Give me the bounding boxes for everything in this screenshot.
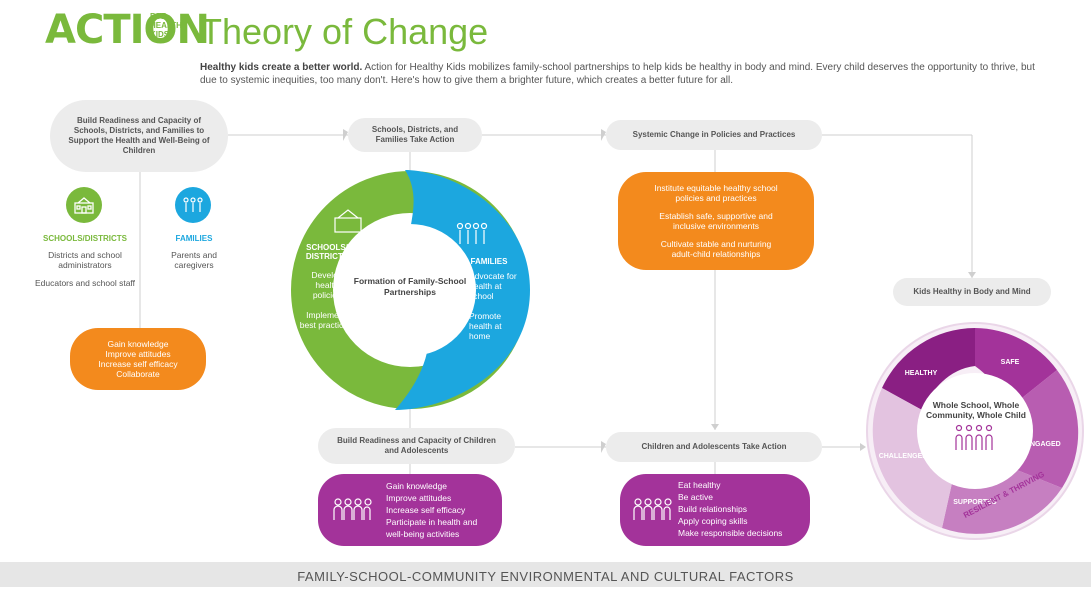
ring-families-item-2: Promote health at home bbox=[469, 311, 502, 341]
step4-title-text: Build Readiness and Capacity of Children… bbox=[337, 436, 496, 455]
step1-outcome-4: Collaborate bbox=[116, 369, 160, 379]
ring-schools-label: SCHOOLS/ DISTRICTS bbox=[305, 243, 349, 261]
whole-child-wheel bbox=[866, 322, 1084, 540]
ring-center-label: Formation of Family-School Partnerships bbox=[353, 276, 467, 297]
schools-item-1: Districts and school administrators bbox=[48, 250, 122, 270]
footer-banner: FAMILY-SCHOOL-COMMUNITY ENVIRONMENTAL AN… bbox=[0, 562, 1091, 587]
family-icon bbox=[175, 187, 211, 223]
ring-schools-item-1: Develop health policies bbox=[311, 270, 343, 300]
intro-rest: Action for Healthy Kids mobilizes family… bbox=[200, 62, 1035, 86]
step4-outcomes: Gain knowledge Improve attitudes Increas… bbox=[318, 474, 502, 546]
step3-title-text: Systemic Change in Policies and Practice… bbox=[632, 130, 796, 139]
wheel-center-label: Whole School, Whole Community, Whole Chi… bbox=[926, 400, 1026, 420]
step4-item-4: Participate in health and well-being act… bbox=[386, 517, 478, 539]
step1-outcomes: Gain knowledge Improve attitudes Increas… bbox=[70, 328, 206, 390]
step2-title-text: Schools, Districts, and Families Take Ac… bbox=[371, 125, 459, 144]
step5-item-4: Apply coping skills bbox=[678, 516, 748, 526]
step3-title: Systemic Change in Policies and Practice… bbox=[606, 120, 822, 150]
families-item-1: Parents and caregivers bbox=[171, 250, 217, 270]
label-challenged: CHALLENGED bbox=[878, 453, 928, 460]
step6-title-text: Kids Healthy in Body and Mind bbox=[913, 287, 1031, 296]
ring-families-item-1: Advocate for health at school bbox=[469, 271, 517, 301]
ring-families-label: FAMILIES bbox=[470, 257, 508, 266]
school-icon bbox=[66, 187, 102, 223]
step3-item-2: Establish safe, supportive and inclusive… bbox=[659, 211, 773, 231]
step6-title: Kids Healthy in Body and Mind bbox=[893, 278, 1051, 306]
segment-healthy bbox=[882, 328, 975, 410]
step5-item-1: Eat healthy bbox=[678, 480, 721, 490]
children-icon bbox=[333, 498, 372, 520]
page-title: Theory of Change bbox=[200, 11, 489, 52]
segment-safe bbox=[975, 328, 1057, 406]
step5-list: Eat healthy Be active Build relationship… bbox=[678, 479, 806, 539]
step4-item-3: Increase self efficacy bbox=[386, 505, 466, 515]
label-supported: SUPPORTED bbox=[953, 499, 997, 506]
label-healthy: HEALTHY bbox=[904, 370, 938, 377]
step5-outcomes: Eat healthy Be active Build relationship… bbox=[620, 474, 810, 546]
step2-title: Schools, Districts, and Families Take Ac… bbox=[348, 118, 482, 152]
ring-family-icon bbox=[456, 222, 488, 244]
intro-text: Healthy kids create a better world. Acti… bbox=[200, 61, 1040, 87]
label-safe: SAFE bbox=[1000, 359, 1020, 366]
schools-item-2: Educators and school staff bbox=[34, 278, 136, 288]
step1-outcome-3: Increase self efficacy bbox=[98, 359, 178, 369]
step3-item-1: Institute equitable healthy school polic… bbox=[654, 183, 778, 203]
logo: ACTION bbox=[45, 7, 210, 53]
step5-item-5: Make responsible decisions bbox=[678, 528, 783, 538]
segment-engaged bbox=[1012, 370, 1079, 488]
step1-title-text: Build Readiness and Capacity of Schools,… bbox=[68, 116, 210, 155]
step5-item-3: Build relationships bbox=[678, 504, 747, 514]
step4-item-1: Gain knowledge bbox=[386, 481, 447, 491]
step1-outcome-1: Gain knowledge bbox=[107, 339, 169, 349]
step5-title: Children and Adolescents Take Action bbox=[606, 432, 822, 462]
step4-list: Gain knowledge Improve attitudes Increas… bbox=[386, 480, 496, 540]
step5-title-text: Children and Adolescents Take Action bbox=[641, 442, 787, 451]
step3-outcomes: Institute equitable healthy school polic… bbox=[618, 172, 814, 270]
ring-school-icon bbox=[334, 209, 362, 233]
segment-challenged bbox=[872, 388, 952, 528]
logo-subtitle: FOR HEALTHY KIDS bbox=[150, 12, 188, 39]
partnership-ring bbox=[291, 170, 530, 410]
step5-item-2: Be active bbox=[678, 492, 713, 502]
label-engaged: ENGAGED bbox=[1025, 441, 1061, 448]
step3-item-3: Cultivate stable and nurturing adult-chi… bbox=[660, 239, 772, 259]
schools-districts-label: SCHOOLS/DISTRICTS bbox=[42, 234, 127, 243]
step4-item-2: Improve attitudes bbox=[386, 493, 452, 503]
ring-schools-item-2: Implement best practices bbox=[299, 310, 353, 330]
families-label: FAMILIES bbox=[175, 234, 213, 243]
step1-outcome-2: Improve attitudes bbox=[105, 349, 171, 359]
wheel-children-icon bbox=[955, 424, 993, 450]
step1-title: Build Readiness and Capacity of Schools,… bbox=[50, 100, 228, 172]
step4-title: Build Readiness and Capacity of Children… bbox=[318, 428, 515, 464]
intro-bold: Healthy kids create a better world. bbox=[200, 62, 363, 73]
adolescents-icon bbox=[633, 498, 672, 520]
